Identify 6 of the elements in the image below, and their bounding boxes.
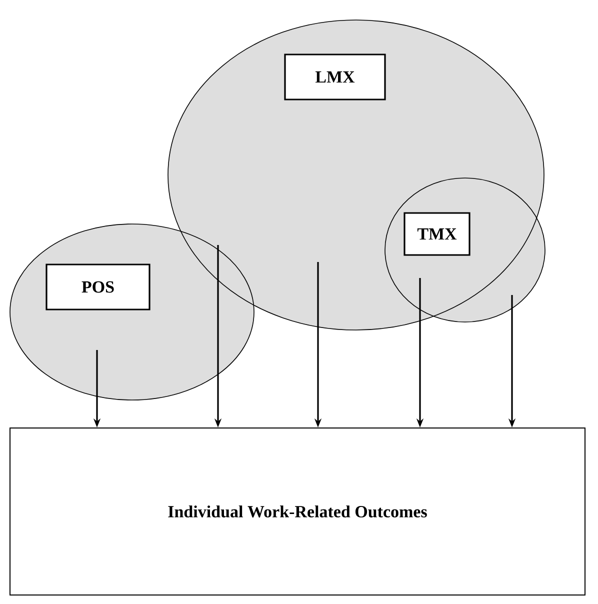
ellipse-region bbox=[10, 224, 254, 400]
outcome-box: Individual Work-Related Outcomes bbox=[10, 428, 586, 596]
label-box: LMX bbox=[284, 54, 386, 100]
ellipse-region bbox=[168, 20, 544, 330]
label-box: POS bbox=[46, 264, 150, 310]
label-box: TMX bbox=[404, 212, 470, 256]
